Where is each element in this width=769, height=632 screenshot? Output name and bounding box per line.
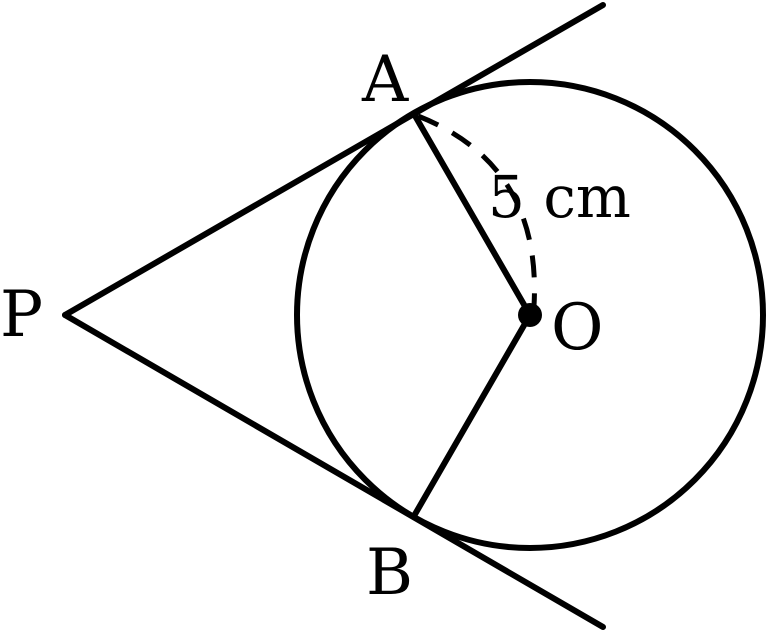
tangent-pb [62, 312, 606, 630]
point-label-a: A [361, 43, 409, 117]
radius-oa [411, 111, 533, 318]
center-point [518, 303, 542, 327]
point-label-p: P [0, 278, 43, 352]
radius-ob [411, 312, 533, 519]
radius-measure-arc [417, 113, 537, 307]
circle [294, 79, 766, 551]
tangent-pa [62, 2, 606, 318]
point-label-b: B [366, 536, 413, 610]
point-label-o: O [551, 291, 603, 365]
radius-label: 5 cm [488, 163, 631, 231]
